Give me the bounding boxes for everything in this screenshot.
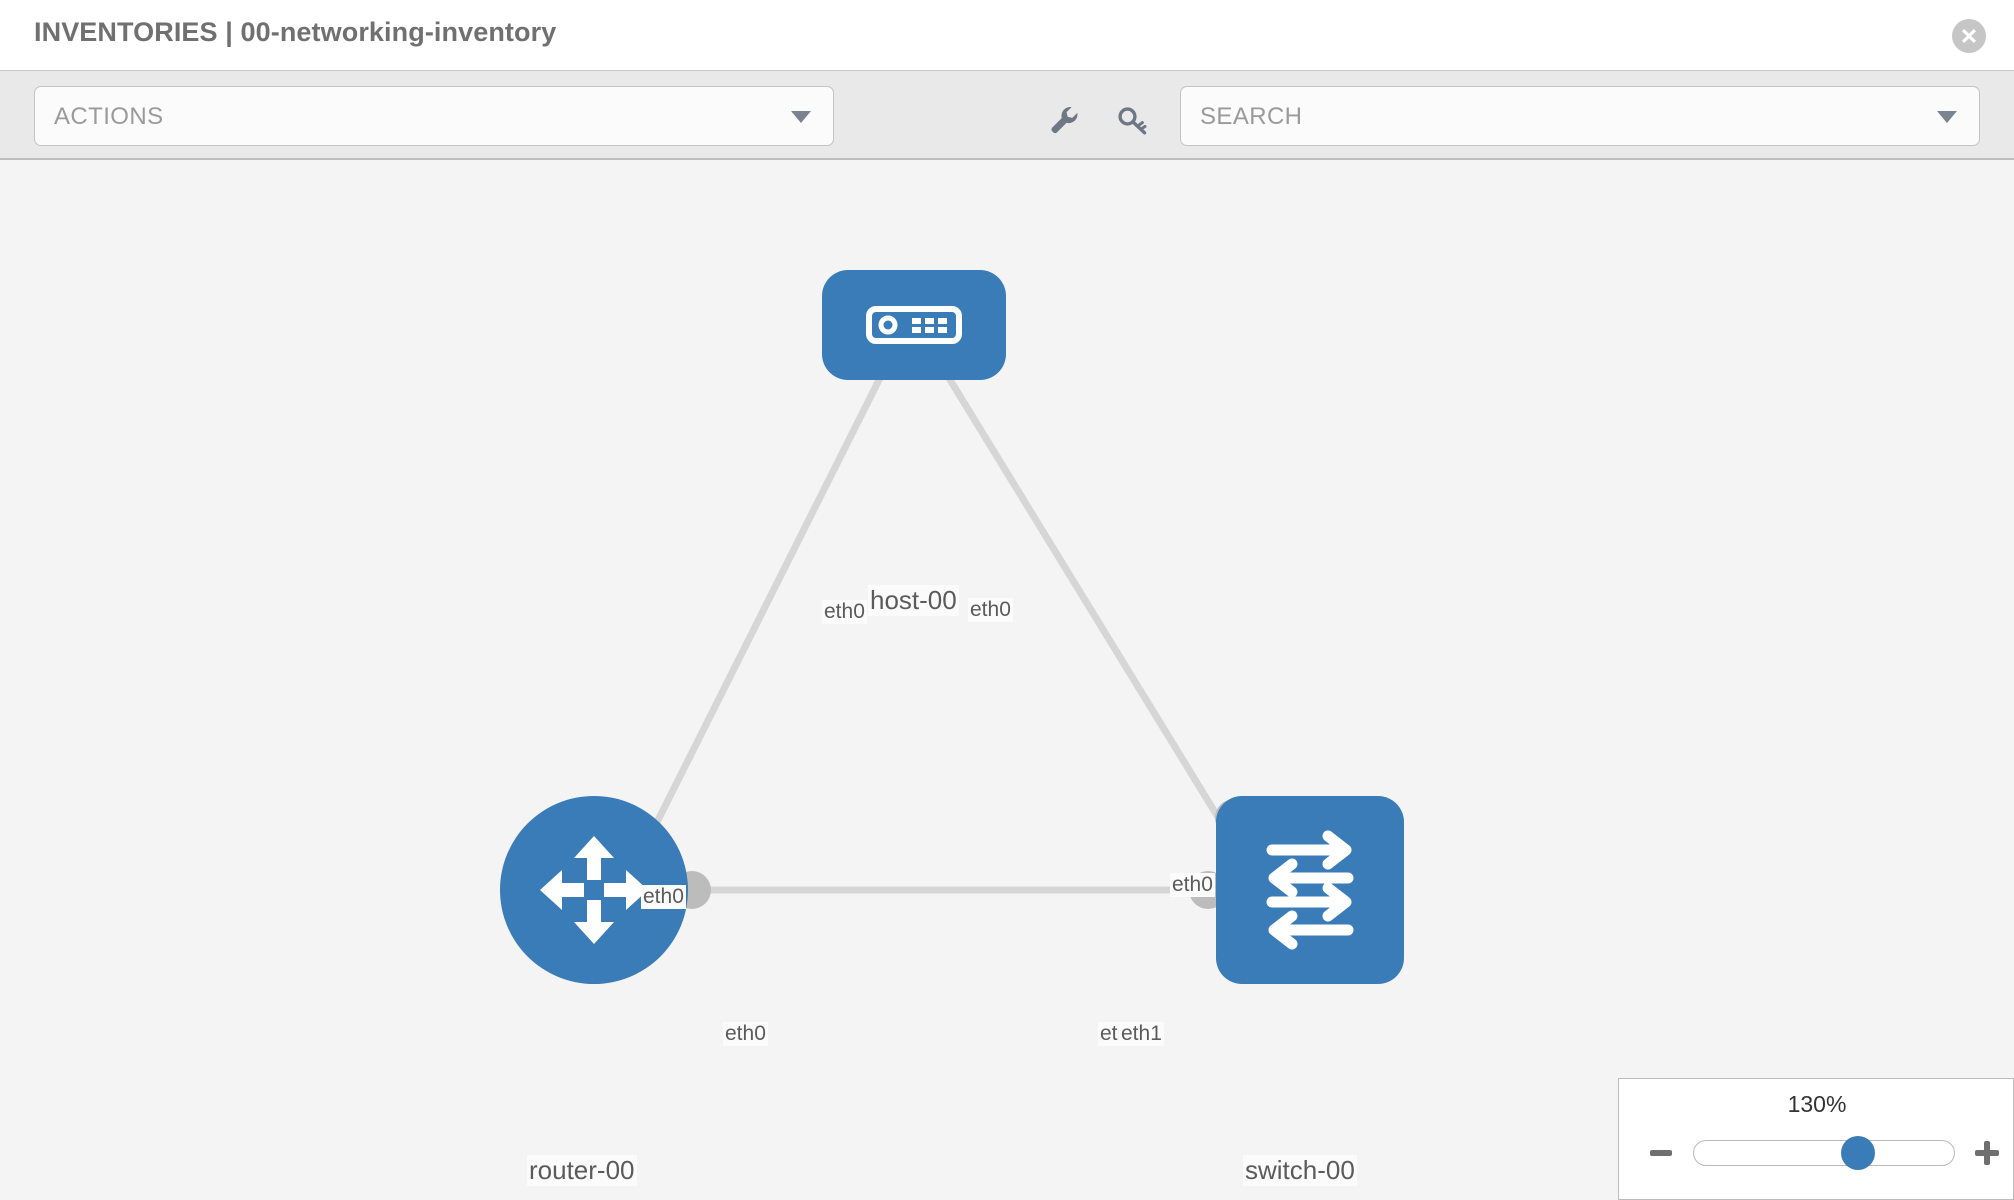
server-icon	[866, 306, 962, 344]
zoom-slider-thumb[interactable]	[1840, 1136, 1875, 1170]
iface-label-switch-up: eth0	[1170, 873, 1215, 897]
iface-label-router-up: eth0	[641, 885, 686, 909]
wrench-icon[interactable]	[1043, 101, 1085, 139]
iface-label-host-left: eth0	[822, 600, 867, 624]
router-arrows-icon	[540, 836, 648, 944]
page-title: INVENTORIES | 00-networking-inventory	[34, 17, 557, 47]
node-host-00[interactable]	[822, 270, 1006, 380]
topology-graph	[634, 337, 1253, 909]
actions-dropdown-label: ACTIONS	[54, 103, 164, 130]
chevron-down-icon	[791, 111, 811, 123]
zoom-level-value: 130%	[1787, 1091, 1847, 1117]
search-placeholder: SEARCH	[1200, 103, 1303, 130]
edge-host-switch	[941, 368, 1235, 842]
node-switch-00[interactable]	[1216, 796, 1404, 984]
zoom-slider-track[interactable]	[1693, 1136, 1955, 1170]
iface-label-router-right: eth0	[723, 1022, 768, 1046]
switch-arrows-icon	[1266, 830, 1354, 950]
zoom-slider-row	[1619, 1133, 2014, 1173]
node-label-host-00: host-00	[868, 585, 959, 616]
toolbar: ACTIONS SEARCH	[0, 70, 2014, 160]
minus-icon[interactable]	[1639, 1139, 1683, 1167]
plus-icon[interactable]	[1965, 1138, 2009, 1168]
iface-label-host-right: eth0	[968, 598, 1013, 622]
zoom-control-panel: 130%	[1618, 1078, 2014, 1200]
edge-host-router	[634, 368, 888, 862]
close-icon[interactable]	[1952, 19, 1986, 53]
chevron-down-icon[interactable]	[1937, 111, 1957, 123]
actions-dropdown[interactable]: ACTIONS	[34, 86, 834, 146]
search-input[interactable]: SEARCH	[1180, 86, 1980, 146]
node-label-switch-00: switch-00	[1243, 1155, 1357, 1186]
topology-canvas[interactable]: host-00 router-00 switch-00 eth0 eth0 et…	[0, 160, 2014, 1200]
page-header: INVENTORIES | 00-networking-inventory	[0, 0, 2014, 70]
key-icon[interactable]	[1112, 101, 1154, 139]
iface-label-switch-left-b: eth1	[1119, 1022, 1164, 1046]
node-label-router-00: router-00	[527, 1155, 637, 1186]
